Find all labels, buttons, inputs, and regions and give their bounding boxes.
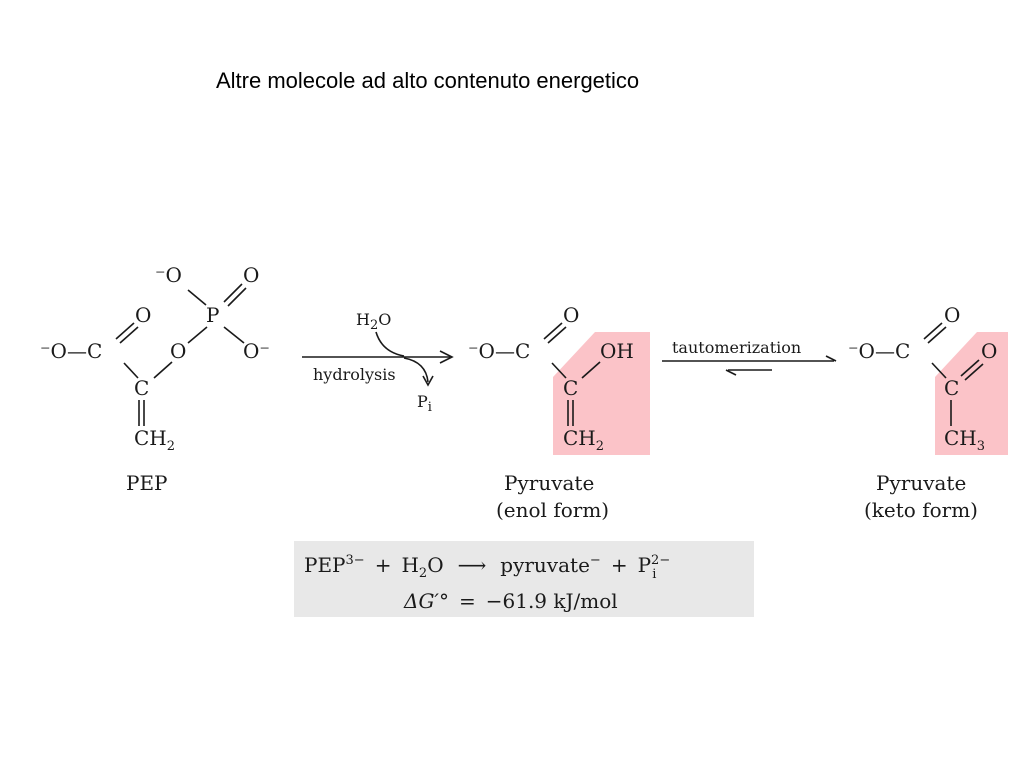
- pep-carboxyl-o-minus: ⁻O—C: [40, 339, 102, 363]
- pep-phosphate-o-top: O: [243, 263, 259, 287]
- enol-carboxyl: ⁻O—C: [468, 339, 530, 363]
- bond: [927, 326, 947, 344]
- enol-carboxyl-o-top: O: [563, 303, 579, 327]
- keto-ch3: CH3: [944, 426, 985, 454]
- pep-carboxyl-o-top: O: [135, 303, 151, 327]
- pyruvate-enol-structure: O ⁻O—C OH C CH2 Pyruvate (enol form): [468, 303, 650, 522]
- bond: [227, 287, 247, 307]
- water-curve: [375, 331, 405, 357]
- bond: [964, 363, 984, 381]
- equation-background: [294, 541, 754, 617]
- bond: [581, 361, 601, 379]
- pyruvate-keto-structure: O ⁻O—C O C CH3 Pyruvate (keto form): [848, 303, 1008, 522]
- enol-form: (enol form): [496, 498, 609, 522]
- pi-arrow-head: [422, 375, 434, 387]
- equation-line-1: PEP3−+H2O⟶pyruvate−+P2−i: [304, 553, 670, 582]
- keto-c2: C: [944, 376, 959, 400]
- keto-o: O: [981, 339, 997, 363]
- bond: [187, 289, 207, 306]
- keto-carboxyl-o-top: O: [944, 303, 960, 327]
- pep-ch2: CH2: [134, 426, 175, 454]
- pep-bridge-o: O: [170, 339, 186, 363]
- enol-c2: C: [563, 376, 578, 400]
- keto-name: Pyruvate: [876, 471, 966, 495]
- pep-structure: ⁻O O P O ⁻O—C O O⁻ C CH2 PEP: [40, 263, 270, 495]
- bond: [115, 322, 135, 340]
- arrow-head: [439, 350, 454, 364]
- slide-title: Altre molecole ad alto contenuto energet…: [216, 68, 640, 93]
- bond: [551, 362, 567, 379]
- bond: [923, 322, 943, 340]
- equation-box: PEP3−+H2O⟶pyruvate−+P2−i ΔG′°=−61.9 kJ/m…: [294, 541, 754, 617]
- tautomerization-arrows: tautomerization: [662, 338, 837, 376]
- bond: [223, 283, 243, 303]
- pep-label: PEP: [126, 471, 168, 495]
- bond: [547, 326, 567, 344]
- pep-phosphate-o-minus: ⁻O: [155, 263, 182, 287]
- bond: [187, 326, 208, 344]
- bond: [119, 326, 139, 344]
- water-label: H2O: [356, 310, 391, 333]
- bond: [223, 326, 245, 344]
- bond: [153, 361, 173, 379]
- hydrolysis-arrow: H2O hydrolysis Pi: [302, 310, 454, 415]
- hydrolysis-label: hydrolysis: [313, 365, 396, 384]
- enol-oh: OH: [600, 339, 634, 363]
- enol-highlight: [553, 332, 650, 455]
- bond: [123, 362, 139, 379]
- bond: [960, 359, 980, 377]
- bond: [543, 322, 563, 340]
- reverse-arrow-head: [725, 369, 737, 376]
- bond: [931, 362, 947, 379]
- pep-c2: C: [134, 376, 149, 400]
- pep-phosphate-o-right: O⁻: [243, 339, 270, 363]
- keto-highlight: [935, 332, 1008, 455]
- keto-carboxyl: ⁻O—C: [848, 339, 910, 363]
- pep-phosphorus: P: [206, 303, 219, 327]
- forward-arrow-head: [825, 355, 837, 362]
- equation-line-2: ΔG′°=−61.9 kJ/mol: [403, 589, 618, 613]
- keto-form: (keto form): [864, 498, 978, 522]
- pi-label: Pi: [417, 392, 432, 415]
- enol-name: Pyruvate: [504, 471, 594, 495]
- tautomerization-label: tautomerization: [672, 338, 801, 357]
- pi-curve: [403, 357, 429, 383]
